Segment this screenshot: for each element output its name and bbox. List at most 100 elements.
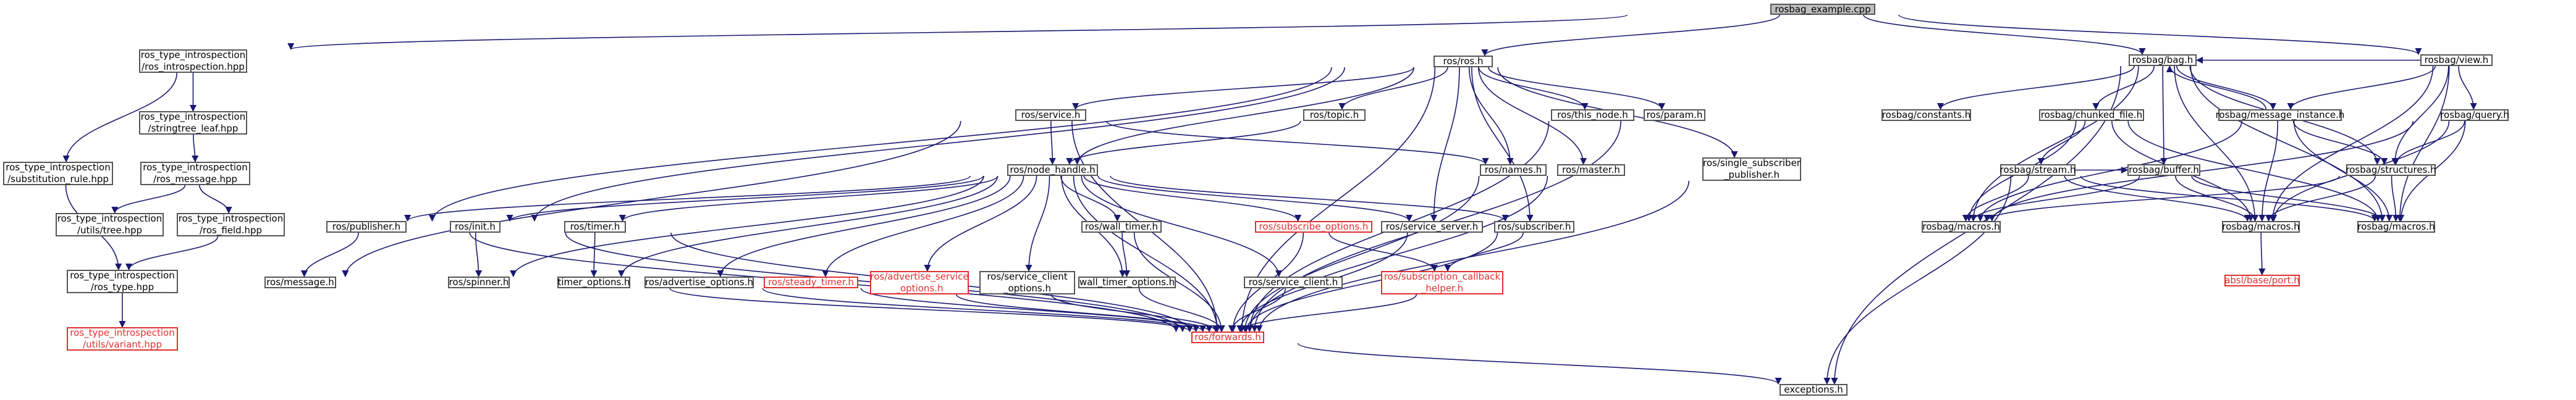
node-ros-adv-options[interactable]: ros/advertise_options.h (644, 277, 754, 288)
edge-rosbag-example-to-ros-ros (1481, 14, 1780, 57)
edge-rosbag-msg-instance-to-rosbag-bag (2166, 65, 2266, 110)
edge-rti-field-to-rti-type (125, 236, 219, 271)
edge-ros-publisher-to-ros-message (300, 232, 359, 278)
node-label: rosbag/bag.h (2132, 54, 2194, 65)
edge-ros-service-client-opts-to-ros-forwards (1050, 294, 1220, 333)
edge-ros-node-handle-to-ros-service-client (1081, 175, 1283, 278)
node-ros-forwards[interactable]: ros/forwards.h (1191, 331, 1264, 343)
edge-ros-subscriber-to-ros-forwards (1243, 232, 1498, 333)
node-ros-node-handle[interactable]: ros/node_handle.h (1007, 164, 1098, 176)
node-ros-wall-timer[interactable]: ros/wall_timer.h (1081, 221, 1162, 233)
node-ros-init[interactable]: ros/init.h (450, 221, 500, 233)
edge-rosbag-view-to-rosbag-macros-b (2269, 65, 2434, 222)
node-label: absl/base/port.h (2224, 275, 2300, 286)
edge-ros-ros-to-ros-publisher (429, 67, 1332, 222)
node-label: rosbag/message_instance.h (2215, 109, 2345, 120)
node-label: _options.h (1003, 283, 1052, 294)
node-rti-variant[interactable]: ros_type_introspection/utils/variant.hpp (67, 327, 178, 351)
node-ros-message[interactable]: ros/message.h (264, 277, 336, 288)
node-ros-timer[interactable]: ros/timer.h (564, 221, 626, 233)
node-rosbag-bag[interactable]: rosbag/bag.h (2129, 54, 2197, 66)
edge-rosbag-bag-to-rosbag-buffer (2160, 65, 2168, 165)
node-exceptions[interactable]: exceptions.h (1780, 384, 1848, 396)
node-rosbag-stream[interactable]: rosbag/stream.h (2000, 164, 2076, 176)
edge-ros-master-to-ros-forwards (1246, 175, 1548, 333)
edge-rosbag-msg-instance-to-rosbag-macros-b (2258, 120, 2279, 222)
node-label: ros/service_client (987, 271, 1068, 282)
edge-rosbag-query-to-rosbag-macros-a (1988, 120, 2414, 222)
node-rosbag-structures[interactable]: rosbag/structures.h (2346, 164, 2436, 176)
node-ros-master[interactable]: ros/master.h (1557, 164, 1625, 176)
node-rti-tree[interactable]: ros_type_introspection/utils/tree.hpp (56, 213, 164, 236)
node-rosbag-macros-b[interactable]: rosbag/macros.h (2222, 221, 2300, 233)
node-ros-sub-callback[interactable]: ros/subscription_callback_helper.h (1381, 271, 1503, 294)
node-label: ros/wall_timer.h (1084, 221, 1159, 232)
node-ros-single-sub[interactable]: ros/single_subscriber_publisher.h (1702, 157, 1801, 181)
edge-rosbag-bag-to-rosbag-constants (1936, 65, 2135, 110)
node-ros-subscribe-options[interactable]: ros/subscribe_options.h (1255, 221, 1372, 233)
edge-rosbag-structures-to-rosbag-macros-a (1983, 175, 2340, 222)
edge-ros-ros-to-ros-init (531, 67, 1345, 222)
node-rti-stringtree[interactable]: ros_type_introspection/stringtree_leaf.h… (139, 111, 247, 135)
edge-ros-ros-to-ros-param (1488, 67, 1665, 110)
node-label: ros/topic.h (1309, 109, 1359, 120)
edge-rosbag-structures-to-rosbag-macros-b (2265, 175, 2376, 222)
edge-ros-service-to-ros-names (1105, 120, 1489, 165)
node-timer-options[interactable]: timer_options.h (557, 277, 630, 288)
node-absl-port[interactable]: absl/base/port.h (2224, 275, 2300, 286)
node-ros-names[interactable]: ros/names.h (1480, 164, 1547, 176)
edge-rosbag-bag-to-rosbag-macros-b (2174, 65, 2259, 222)
node-rosbag-macros-c[interactable]: rosbag/macros.h (2357, 221, 2435, 233)
node-rti-main[interactable]: ros_type_introspection/ros_introspection… (139, 49, 247, 73)
edge-rosbag-query-to-rosbag-structures (2392, 120, 2465, 165)
node-ros-ros[interactable]: ros/ros.h (1434, 56, 1493, 67)
node-label: /ros_message.hpp (153, 173, 238, 185)
edge-timer-options-to-ros-forwards (669, 288, 1193, 333)
node-ros-service-client[interactable]: ros/service_client.h (1244, 277, 1343, 288)
node-label: /utils/variant.hpp (83, 339, 162, 350)
node-ros-subscriber[interactable]: ros/subscriber.h (1494, 221, 1574, 233)
node-ros-topic[interactable]: ros/topic.h (1303, 109, 1366, 121)
edge-ros-node-handle-to-ros-subscribe-options (1083, 175, 1302, 222)
node-rosbag-view[interactable]: rosbag/view.h (2420, 54, 2493, 66)
edge-rosbag-view-to-rosbag-msg-instance (2287, 65, 2436, 110)
node-rti-type[interactable]: ros_type_introspection/ros_type.hpp (67, 270, 178, 293)
node-rosbag-msg-instance[interactable]: rosbag/message_instance.h (2215, 109, 2345, 121)
node-rti-subst[interactable]: ros_type_introspection/substitution_rule… (3, 162, 113, 185)
node-rti-field[interactable]: ros_type_introspection/ros_field.hpp (177, 213, 285, 236)
node-rti-msg[interactable]: ros_type_introspection/ros_message.hpp (140, 162, 250, 185)
node-rosbag-query[interactable]: rosbag/query.h (2440, 109, 2509, 121)
node-rosbag-macros-a[interactable]: rosbag/macros.h (1922, 221, 2001, 233)
node-label: ros_type_introspection (143, 162, 248, 173)
edge-rosbag-view-to-rosbag-structures (2391, 65, 2449, 165)
node-rosbag-constants[interactable]: rosbag/constants.h (1881, 109, 1971, 121)
edge-ros-node-handle-to-ros-publisher (404, 175, 971, 222)
node-ros-service[interactable]: ros/service.h (1015, 109, 1086, 121)
node-label: ros_type_introspection (70, 327, 175, 338)
edge-rosbag-example-to-rti-main (288, 14, 1628, 51)
node-ros-spinner[interactable]: ros/spinner.h (448, 277, 510, 288)
node-label: ros/steady_timer.h (768, 277, 854, 288)
edge-rosbag-msg-instance-to-rosbag-structures (2292, 120, 2388, 165)
node-rosbag-chunked[interactable]: rosbag/chunked_file.h (2039, 109, 2144, 121)
node-label: /substitution_rule.hpp (7, 173, 109, 185)
edge-rosbag-buffer-to-rosbag-macros-c (2191, 175, 2386, 222)
node-ros-this-node[interactable]: ros/this_node.h (1551, 109, 1634, 121)
node-ros-adv-service[interactable]: ros/advertise_service_options.h (870, 271, 969, 294)
node-ros-service-server[interactable]: ros/service_server.h (1381, 221, 1483, 233)
node-ros-param[interactable]: ros/param.h (1644, 109, 1705, 121)
node-ros-publisher[interactable]: ros/publisher.h (326, 221, 407, 233)
edge-rosbag-example-to-rosbag-bag (1863, 14, 2146, 56)
edge-rosbag-stream-to-rosbag-macros-b (2064, 175, 2251, 222)
node-label: ros/ros.h (1443, 56, 1484, 67)
node-rosbag-buffer[interactable]: rosbag/buffer.h (2127, 164, 2200, 176)
edge-ros-adv-service-to-ros-forwards (956, 294, 1213, 333)
edge-ros-node-handle-to-ros-service-server (1097, 175, 1413, 222)
node-ros-service-client-opts[interactable]: ros/service_client_options.h (979, 271, 1075, 294)
edge-ros-service-to-ros-message (342, 120, 961, 278)
node-wall-timer-options[interactable]: wall_timer_options.h (1078, 277, 1176, 288)
node-label: rosbag/buffer.h (2129, 164, 2199, 175)
edge-ros-node-handle-to-ros-init (506, 175, 984, 222)
node-ros-steady-timer[interactable]: ros/steady_timer.h (764, 277, 858, 288)
edge-rosbag-macros-b-to-absl-port (2258, 232, 2266, 276)
